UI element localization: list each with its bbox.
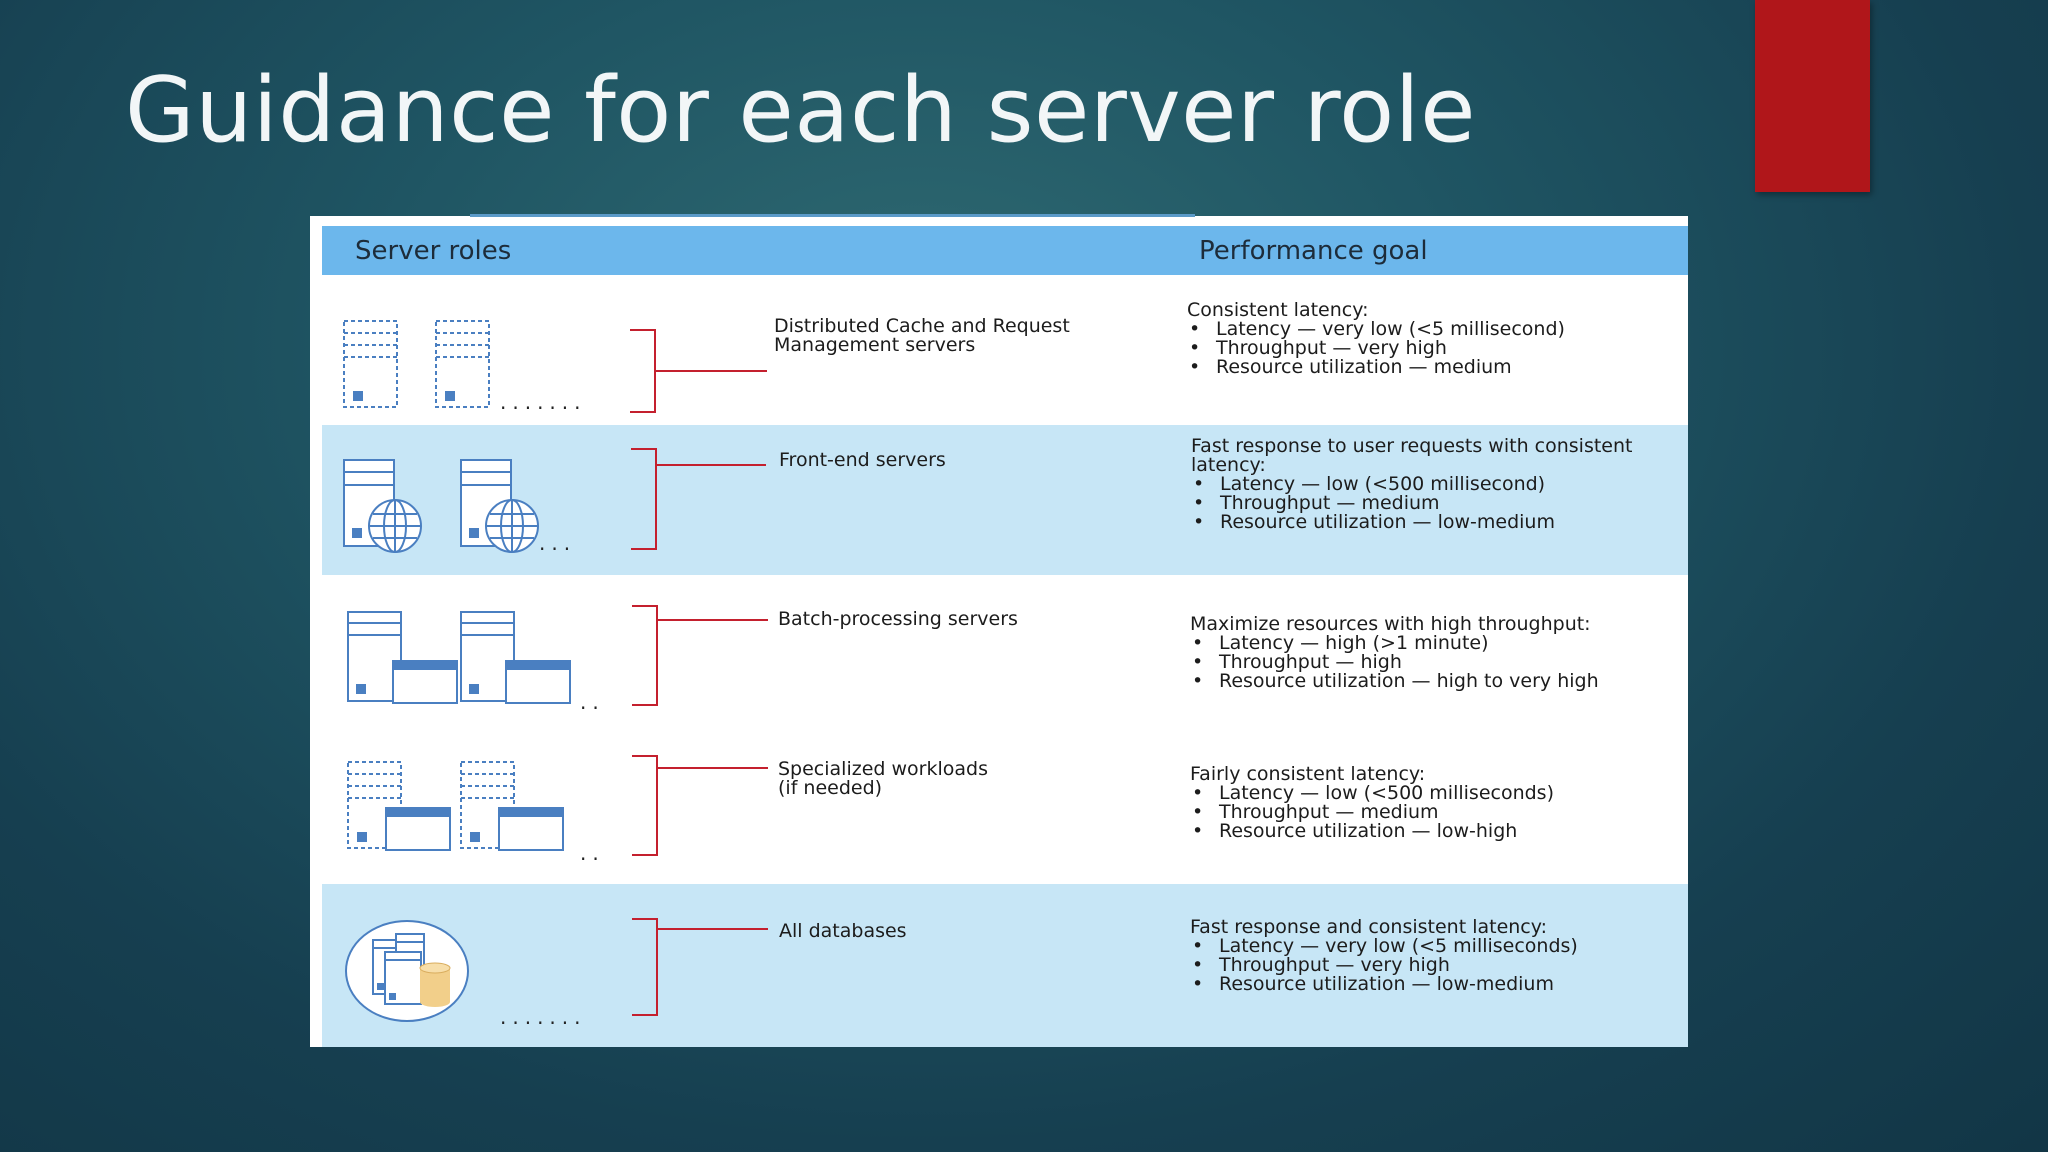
database-cylinder-icon (419, 962, 451, 1007)
globe-icon (368, 499, 539, 553)
role-name: Front-end servers (779, 449, 946, 471)
performance-goal: Maximize resources with high throughput:… (1190, 613, 1599, 692)
goal-lead: Fast response and consistent latency: (1190, 916, 1548, 938)
bracket (632, 918, 768, 1016)
bracket (631, 448, 766, 550)
panel-top-line (470, 214, 1195, 217)
goal-item-throughput: Throughput — medium (1190, 803, 1554, 823)
table-row-front-end: ... Front-end servers Fast response to u… (322, 425, 1688, 575)
table-row-all-databases: ....... All databases Fast response and … (322, 884, 1688, 1047)
goal-item-latency: Latency — very low (<5 milliseconds) (1190, 937, 1578, 957)
bracket (632, 755, 768, 856)
goal-lead: Consistent latency: (1187, 299, 1369, 321)
slide-title: Guidance for each server role (125, 58, 1477, 163)
goal-item-latency: Latency — high (>1 minute) (1190, 634, 1599, 654)
more-servers-ellipsis: ... (539, 531, 576, 555)
goal-item-latency: Latency — very low (<5 millisecond) (1187, 320, 1565, 340)
goal-item-latency: Latency — low (<500 milliseconds) (1190, 784, 1554, 804)
performance-goal: Fairly consistent latency: Latency — low… (1190, 763, 1554, 842)
role-name: All databases (779, 920, 907, 942)
goal-item-throughput: Throughput — high (1190, 653, 1599, 673)
more-servers-ellipsis: .. (580, 841, 605, 865)
specialized-server-icon: .. (347, 755, 768, 865)
goal-item-throughput: Throughput — very high (1187, 339, 1565, 359)
header-server-roles: Server roles (355, 236, 512, 266)
server-roles-table: Server roles Performance goal ....... Di… (310, 214, 1688, 1047)
bracket (630, 329, 767, 413)
goal-item-resource-utilization: Resource utilization — low-high (1190, 822, 1554, 842)
table-row-specialized-workloads: .. Specialized workloads (if needed) Fai… (322, 725, 1688, 875)
role-name: Batch-processing servers (778, 608, 1018, 630)
bracket (632, 605, 768, 706)
goal-item-latency: Latency — low (<500 millisecond) (1191, 475, 1651, 495)
web-server-icon: ... (343, 448, 766, 555)
performance-goal: Fast response and consistent latency: La… (1190, 916, 1578, 995)
more-servers-ellipsis: ....... (500, 1005, 587, 1029)
goal-lead: Fairly consistent latency: (1190, 763, 1426, 785)
role-name: Specialized workloads (if needed) (778, 758, 988, 799)
table-header: Server roles Performance goal (322, 226, 1688, 275)
table-row-batch-processing: .. Batch-processing servers Maximize res… (322, 575, 1688, 725)
goal-lead: Fast response to user requests with cons… (1191, 435, 1633, 476)
accent-bar (1755, 0, 1870, 192)
header-performance-goal: Performance goal (1199, 236, 1428, 266)
goal-item-resource-utilization: Resource utilization — low-medium (1190, 975, 1578, 995)
table-row-distributed-cache: ....... Distributed Cache and Request Ma… (322, 275, 1688, 425)
performance-goal: Fast response to user requests with cons… (1191, 435, 1651, 533)
more-servers-ellipsis: .. (580, 690, 605, 714)
dashed-server-icon: ....... (343, 320, 767, 414)
goal-item-throughput: Throughput — very high (1190, 956, 1578, 976)
goal-item-throughput: Throughput — medium (1191, 494, 1651, 514)
goal-item-resource-utilization: Resource utilization — high to very high (1190, 672, 1599, 692)
batch-server-icon: .. (347, 605, 768, 714)
database-server-icon: ....... (345, 918, 768, 1029)
performance-goal: Consistent latency: Latency — very low (… (1187, 299, 1565, 378)
more-servers-ellipsis: ....... (500, 390, 587, 414)
goal-item-resource-utilization: Resource utilization — low-medium (1191, 513, 1651, 533)
role-name: Distributed Cache and Request Management… (774, 315, 1070, 356)
goal-lead: Maximize resources with high throughput: (1190, 613, 1591, 635)
goal-item-resource-utilization: Resource utilization — medium (1187, 358, 1565, 378)
